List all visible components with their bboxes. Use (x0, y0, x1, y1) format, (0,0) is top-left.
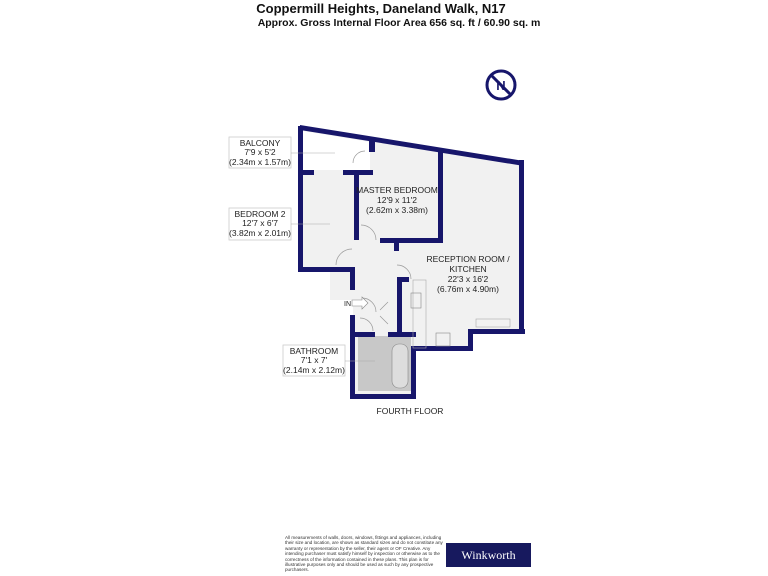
svg-text:(2.62m x 3.38m): (2.62m x 3.38m) (366, 205, 428, 215)
hob-icon (435, 332, 451, 347)
svg-text:(6.76m x 4.90m): (6.76m x 4.90m) (437, 284, 499, 294)
svg-text:KITCHEN: KITCHEN (449, 264, 486, 274)
room-bedroom-2: BEDROOM 2 12'7 x 6'7 (3.82m x 2.01m) (228, 207, 330, 241)
room-balcony: BALCONY 7'9 x 5'2 (2.34m x 1.57m) (228, 136, 335, 169)
disclaimer-text: All measurements of walls, doors, window… (285, 535, 443, 573)
svg-text:12'9 x 11'2: 12'9 x 11'2 (377, 195, 417, 205)
bathtub-icon (391, 343, 409, 389)
svg-text:RECEPTION ROOM /: RECEPTION ROOM / (426, 254, 510, 264)
svg-text:IN: IN (344, 301, 351, 308)
svg-text:(2.14m x 2.12m): (2.14m x 2.12m) (283, 365, 345, 375)
svg-text:(3.82m x 2.01m): (3.82m x 2.01m) (229, 228, 291, 238)
svg-text:(2.34m x 1.57m): (2.34m x 1.57m) (229, 157, 291, 167)
north-compass-icon: N (485, 69, 517, 101)
entrance-marker: IN (344, 296, 369, 310)
door-swings (335, 150, 412, 332)
sink-icon (410, 292, 422, 309)
winkworth-logo: Winkworth (446, 543, 531, 567)
svg-text:7'1 x 7': 7'1 x 7' (301, 355, 328, 365)
svg-text:MASTER BEDROOM: MASTER BEDROOM (356, 185, 438, 195)
svg-text:7'9 x 5'2: 7'9 x 5'2 (244, 147, 275, 157)
floor-area: Approx. Gross Internal Floor Area 656 sq… (257, 17, 541, 29)
svg-text:22'3 x 16'2: 22'3 x 16'2 (448, 274, 489, 284)
room-master-bedroom: MASTER BEDROOM 12'9 x 11'2 (2.62m x 3.38… (356, 185, 438, 215)
svg-text:12'7 x 6'7: 12'7 x 6'7 (242, 218, 278, 228)
compass-letter: N (496, 78, 505, 93)
room-bathroom: BATHROOM 7'1 x 7' (2.14m x 2.12m) (282, 344, 375, 377)
svg-text:BALCONY: BALCONY (240, 138, 281, 148)
floor-label: FOURTH FLOOR (377, 406, 444, 416)
property-title: Coppermill Heights, Daneland Walk, N17 (256, 1, 506, 16)
svg-text:BEDROOM 2: BEDROOM 2 (234, 209, 285, 219)
kitchen-unit (475, 318, 511, 328)
room-reception-kitchen: RECEPTION ROOM / KITCHEN 22'3 x 16'2 (6.… (426, 254, 510, 294)
svg-text:BATHROOM: BATHROOM (290, 346, 338, 356)
walls (298, 125, 525, 399)
kitchen-counter (412, 279, 427, 349)
